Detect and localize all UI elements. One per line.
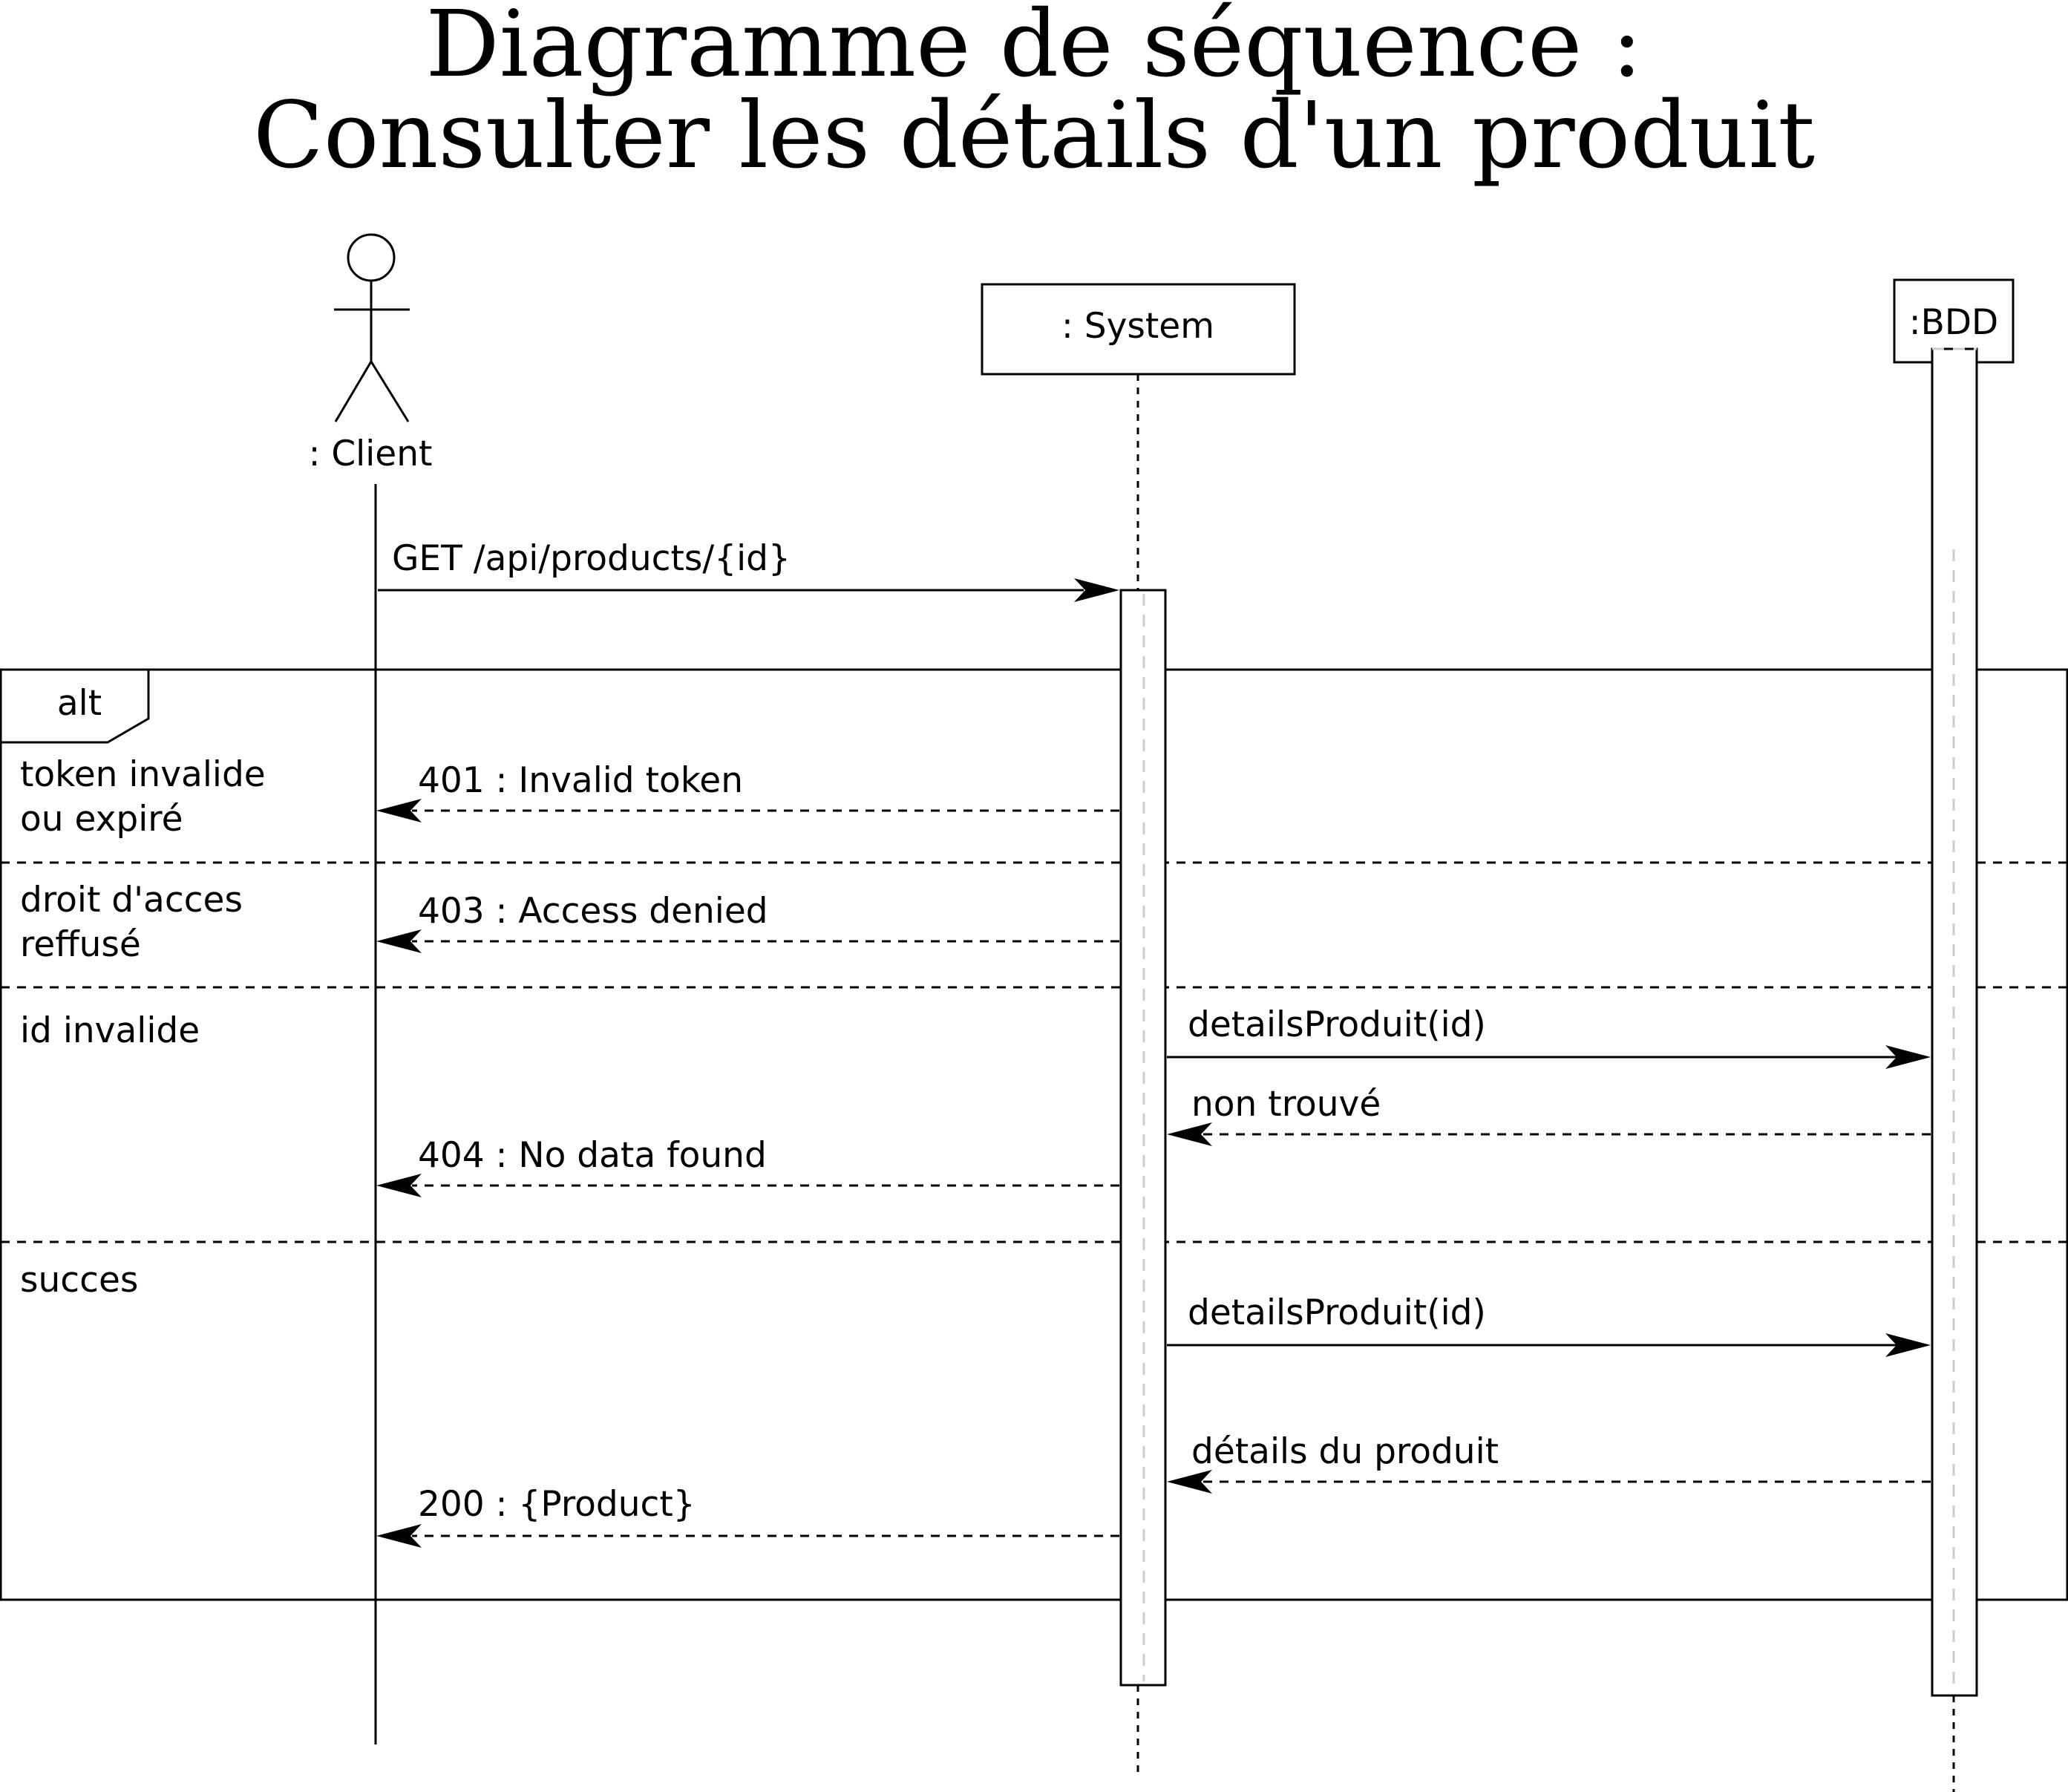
- arrowhead-icon: [1885, 1333, 1931, 1357]
- guard-succes: succes: [20, 1260, 138, 1301]
- arrowhead-icon: [376, 799, 422, 823]
- arrowhead-icon: [1167, 1470, 1212, 1494]
- message-403-label: 403 : Access denied: [418, 891, 768, 932]
- alt-fragment-frame: [0, 668, 2068, 1601]
- message-200-label: 200 : {Product}: [418, 1484, 696, 1525]
- guard-droit-acces-line1: droit d'acces: [20, 880, 243, 920]
- guard-id-invalide: id invalide: [20, 1010, 200, 1051]
- diagram-title-line2: Consulter les détails d'un produit: [253, 82, 1815, 189]
- arrowhead-icon: [376, 1524, 422, 1548]
- message-401-label: 401 : Invalid token: [418, 760, 743, 801]
- message-request-label: GET /api/products/{id}: [392, 538, 791, 579]
- message-not-found-label: non trouvé: [1191, 1084, 1381, 1125]
- arrowhead-icon: [1885, 1045, 1931, 1069]
- participant-system-label: : System: [1061, 306, 1214, 347]
- message-details-call-invalid-label: detailsProduit(id): [1188, 1004, 1486, 1045]
- arrowhead-icon: [1167, 1122, 1212, 1146]
- message-404-label: 404 : No data found: [418, 1135, 767, 1176]
- arrowhead-icon: [376, 929, 422, 953]
- participant-bdd-label: :BDD: [1909, 302, 1998, 343]
- alt-operator-tab: [1, 668, 150, 744]
- guard-token-invalide-line1: token invalide: [20, 754, 266, 795]
- actor-client-icon: [334, 233, 410, 422]
- guard-droit-acces-line2: reffusé: [20, 924, 141, 965]
- message-details-call-success-label: detailsProduit(id): [1188, 1292, 1486, 1333]
- system-activation-bar: [1119, 589, 1167, 1687]
- alt-operator-label: alt: [57, 683, 102, 724]
- participant-client-label: : Client: [309, 434, 433, 474]
- arrowhead-icon: [1074, 578, 1119, 602]
- message-details-return-label: détails du produit: [1191, 1431, 1499, 1472]
- guard-token-invalide-line2: ou expiré: [20, 799, 183, 840]
- arrowhead-icon: [376, 1174, 422, 1197]
- diagram-title-line1: Diagramme de séquence :: [425, 0, 1642, 98]
